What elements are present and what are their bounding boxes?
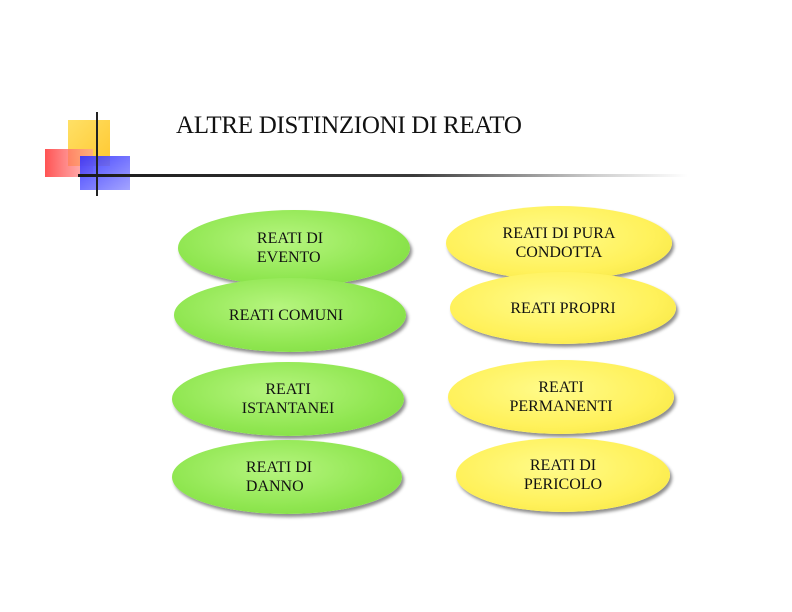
oval-reati-permanenti: REATI PERMANENTI: [448, 360, 674, 434]
decorative-squares-logo: [45, 112, 130, 196]
oval-reati-di-pericolo: REATI DI PERICOLO: [456, 438, 670, 512]
title-divider: [78, 174, 688, 177]
oval-reati-istantanei: REATI ISTANTANEI: [172, 362, 404, 436]
oval-reati-di-pura-condotta: REATI DI PURA CONDOTTA: [446, 206, 672, 280]
oval-reati-di-evento: REATI DI EVENTO: [178, 210, 410, 286]
oval-label: REATI DI EVENTO: [256, 230, 324, 266]
oval-label: REATI PROPRI: [510, 299, 616, 317]
oval-reati-comuni: REATI COMUNI: [174, 278, 406, 352]
oval-reati-di-danno: REATI DI DANNO: [172, 440, 402, 514]
oval-label: REATI DI DANNO: [245, 459, 313, 495]
oval-label: REATI DI PERICOLO: [523, 457, 603, 493]
slide-title: ALTRE DISTINZIONI DI REATO: [176, 112, 522, 139]
oval-label: REATI COMUNI: [228, 306, 344, 324]
oval-reati-propri: REATI PROPRI: [450, 272, 676, 344]
oval-label: REATI ISTANTANEI: [241, 381, 335, 417]
oval-label: REATI PERMANENTI: [509, 379, 613, 415]
oval-label: REATI DI PURA CONDOTTA: [502, 225, 616, 261]
